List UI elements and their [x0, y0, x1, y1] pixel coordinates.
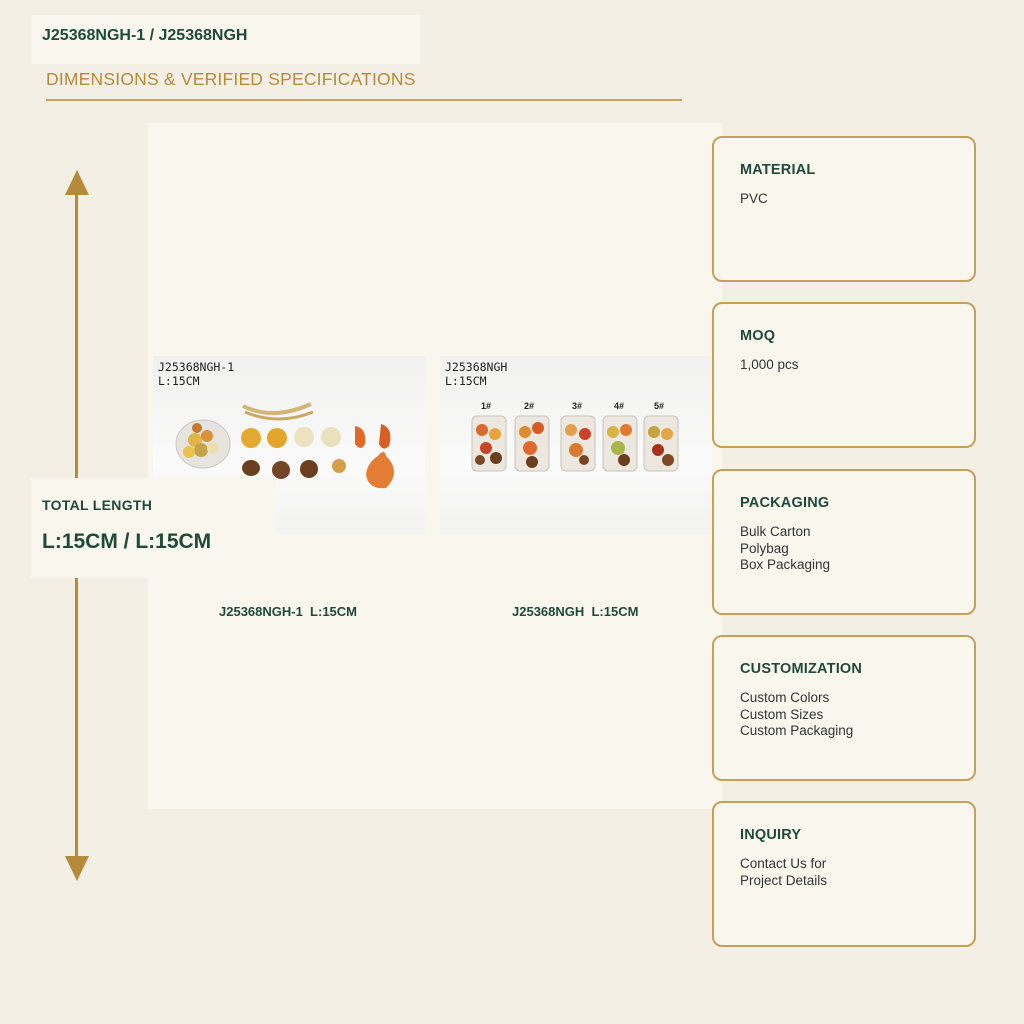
spec-title: MATERIAL — [740, 162, 816, 178]
photo-length: L:15CM — [158, 374, 200, 388]
variant-label: 1# — [481, 401, 491, 411]
spec-card-moq: MOQ 1,000 pcs — [712, 302, 976, 448]
spec-value: Box Packaging — [740, 557, 831, 572]
photo-code: J25368NGH — [445, 360, 508, 374]
tube-4 — [602, 415, 638, 472]
variant-label: 2# — [524, 401, 534, 411]
arrow-down-icon — [65, 856, 89, 881]
spec-value: Custom Colors — [740, 690, 830, 705]
spec-value: Contact Us for — [740, 856, 827, 871]
spec-value: PVC — [740, 191, 768, 206]
spec-value: 1,000 pcs — [740, 357, 799, 372]
tube-3 — [560, 415, 596, 472]
spec-card-customization: CUSTOMIZATION Custom Colors Custom Sizes… — [712, 635, 976, 781]
spec-title: MOQ — [740, 328, 776, 344]
spec-title: PACKAGING — [740, 495, 830, 511]
spec-value: Project Details — [740, 872, 828, 888]
tube-2 — [514, 415, 550, 472]
spec-card-packaging: PACKAGING Bulk Carton Polybag Box Packag… — [712, 469, 976, 615]
spec-title: CUSTOMIZATION — [740, 661, 863, 677]
spec-title: INQUIRY — [740, 827, 802, 843]
photo-label: J25368NGH-1 L:15CM — [158, 360, 234, 388]
variant-label: 5# — [654, 401, 664, 411]
spec-value: Bulk Carton — [740, 524, 811, 539]
product-photo-2: J25368NGH L:15CM 1# 2# 3# 4# 5# — [440, 356, 712, 534]
product-caption-2: J25368NGH L:15CM — [512, 604, 639, 619]
photo-length: L:15CM — [445, 374, 487, 388]
variant-label: 4# — [614, 401, 624, 411]
product-1-illustration — [175, 402, 394, 489]
variant-label: 3# — [572, 401, 582, 411]
title-box: J25368NGH-1 / J25368NGH — [31, 15, 420, 64]
photo-label: J25368NGH L:15CM — [445, 360, 507, 388]
spec-value: Custom Sizes — [740, 706, 824, 722]
arrow-up-icon — [65, 170, 89, 195]
spec-value: Custom Packaging — [740, 723, 854, 738]
spec-card-inquiry[interactable]: INQUIRY Contact Us for Project Details — [712, 801, 976, 947]
product-2-illustration: 1# 2# 3# 4# 5# — [471, 401, 679, 472]
page-subtitle: DIMENSIONS & VERIFIED SPECIFICATIONS — [46, 69, 416, 89]
tube-1 — [471, 415, 507, 472]
product-caption-1: J25368NGH-1 L:15CM — [219, 604, 357, 619]
spec-card-material: MATERIAL PVC — [712, 136, 976, 282]
subtitle-divider — [46, 99, 682, 101]
page-title: J25368NGH-1 / J25368NGH — [42, 27, 248, 44]
total-length-value: L:15CM / L:15CM — [42, 530, 212, 553]
photo-code: J25368NGH-1 — [158, 360, 235, 374]
total-length-box: TOTAL LENGTH L:15CM / L:15CM — [31, 478, 276, 578]
total-length-label: TOTAL LENGTH — [42, 497, 153, 513]
spec-value: Polybag — [740, 540, 789, 556]
tube-5 — [643, 415, 679, 472]
